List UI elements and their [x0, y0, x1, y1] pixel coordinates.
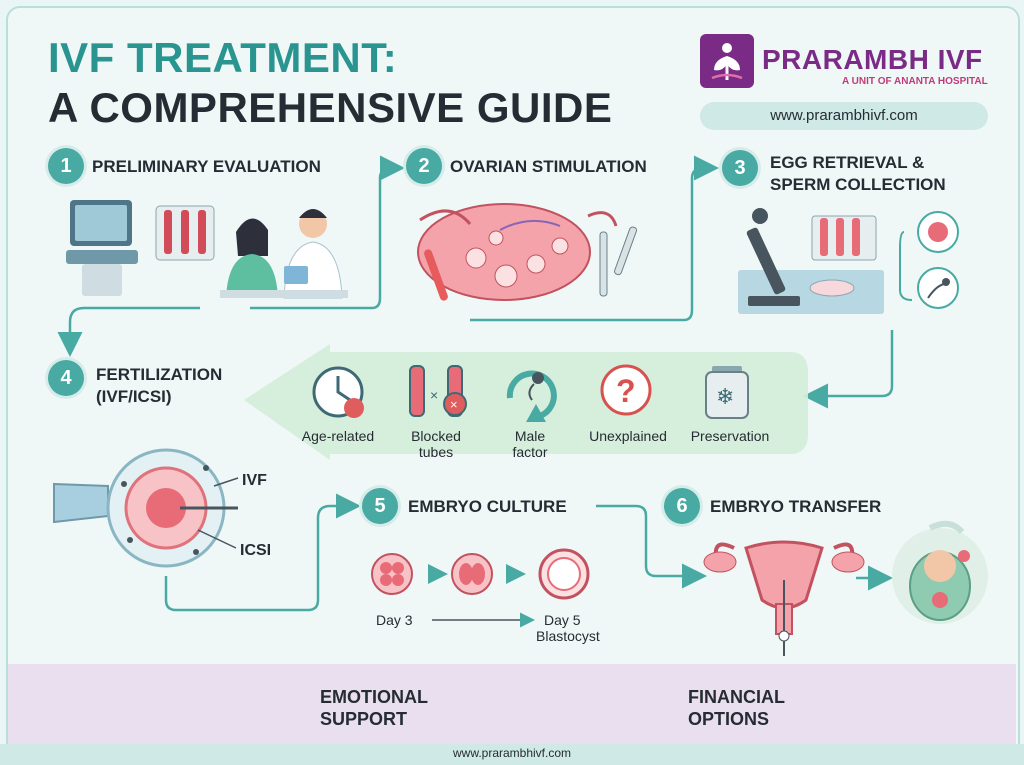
step-4-badge: 4 [48, 360, 84, 396]
footer-band [0, 744, 1024, 765]
connector-1-4 [57, 306, 200, 357]
step-5-label: EMBRYO CULTURE [408, 497, 567, 516]
sperm-cycle-icon [506, 370, 557, 422]
step-1-badge: 1 [48, 148, 84, 184]
svg-text:×: × [430, 387, 438, 403]
step-1-label: PRELIMINARY EVALUATION [92, 157, 321, 176]
factors-arrow-band [244, 344, 808, 460]
brand-website-link[interactable]: www.prarambhivf.com [700, 102, 988, 130]
clock-icon [312, 366, 364, 418]
connector-1-2 [250, 155, 405, 310]
blocked-tubes-icon: × × [409, 365, 467, 417]
brand-logo [700, 34, 754, 88]
embryo-culture-illustration [371, 548, 590, 628]
step-5-badge: 5 [362, 488, 398, 524]
emotional-support-label-line1: EMOTIONAL [320, 687, 428, 707]
connector-4-5 [164, 493, 361, 612]
factor-unexplained-label: Unexplained [589, 428, 667, 444]
step-3-label-line2: SPERM COLLECTION [770, 175, 946, 194]
connector-5-6 [596, 504, 707, 589]
page-title-line2: A COMPREHENSIVE GUIDE [48, 84, 613, 131]
baby-illustration [892, 520, 988, 624]
culture-blastocyst-label: Blastocyst [536, 628, 600, 644]
culture-day3-label: Day 3 [376, 612, 413, 628]
support-bar [8, 664, 1016, 748]
step-3-label-line1: EGG RETRIEVAL & [770, 153, 925, 172]
ivf-label: IVF [242, 472, 267, 489]
step-4-label-line2: (IVF/ICSI) [96, 387, 172, 406]
step-4-label-line1: FERTILIZATION [96, 365, 223, 384]
svg-text:?: ? [616, 373, 636, 409]
financial-options-label-line2: OPTIONS [688, 709, 770, 729]
emotional-support-label-line2: SUPPORT [320, 709, 408, 729]
step-2-label: OVARIAN STIMULATION [450, 157, 647, 176]
culture-day5-label: Day 5 [544, 612, 581, 628]
step-6-label: EMBRYO TRANSFER [710, 497, 882, 516]
lotus-logo-icon [711, 43, 743, 80]
lab-illustration [738, 208, 959, 314]
brand-subtitle: A UNIT OF ANANTA HOSPITAL [842, 76, 988, 87]
connector-3-4 [803, 330, 894, 409]
question-icon: ? [600, 364, 652, 416]
step-6-badge: 6 [664, 488, 700, 524]
icsi-label: ICSI [240, 542, 272, 559]
factor-age-related-label: Age-related [301, 428, 375, 444]
financial-options-label-line1: FINANCIAL [688, 687, 785, 707]
svg-text:❄: ❄ [716, 384, 734, 409]
freezer-icon: ❄ [705, 366, 749, 419]
step-2-badge: 2 [406, 148, 442, 184]
evaluation-illustration [66, 200, 348, 299]
svg-text:×: × [450, 397, 458, 412]
factor-preservation-label: Preservation [690, 428, 770, 444]
page-title-line1: IVF TREATMENT: [48, 34, 398, 81]
step-3-badge: 3 [722, 150, 758, 186]
fertilization-illustration [53, 448, 239, 568]
brand-name: PRARAMBH IVF [762, 44, 983, 75]
ovary-illustration [417, 203, 638, 301]
connector-2-3 [470, 155, 719, 322]
footer-website-link[interactable]: www.prarambhivf.com [452, 746, 572, 760]
uterus-illustration [703, 540, 865, 656]
